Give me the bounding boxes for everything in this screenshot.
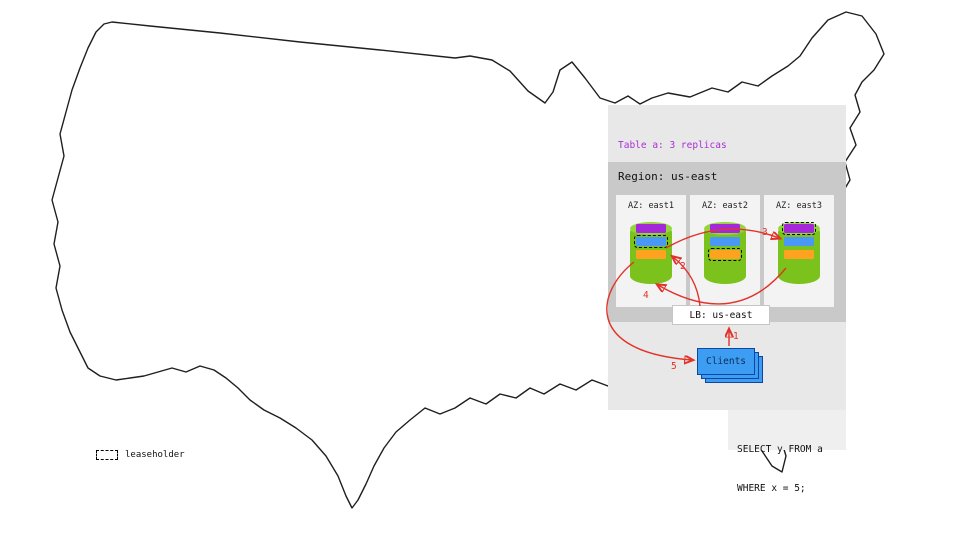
replica-table-a-leaseholder: [781, 221, 817, 236]
sql-line-1: SELECT y FROM a: [737, 444, 823, 455]
step-number-5: 5: [671, 361, 677, 372]
leaseholder-dashed-icon: [96, 450, 118, 460]
replica-table-b: [636, 250, 666, 259]
replica-index-a: [710, 237, 740, 246]
clients-card-front: Clients: [697, 348, 755, 375]
step-number-1: 1: [733, 331, 739, 342]
replica-index-a-leaseholder: [633, 234, 669, 249]
clients-stack: Clients: [697, 348, 763, 383]
topology-panel: Table a: 3 replicas Index a: 3 replicas …: [608, 105, 846, 410]
az-east2-label: AZ: east2: [701, 201, 749, 211]
replica-table-b-leaseholder: [707, 247, 743, 262]
db-cylinder-east3: [778, 221, 820, 284]
replica-table-a: [710, 224, 740, 233]
region-title: Region: us-east: [618, 170, 718, 183]
replica-table-b: [784, 250, 814, 259]
load-balancer: LB: us-east: [672, 305, 770, 325]
sql-line-2: WHERE x = 5;: [737, 483, 806, 494]
step-number-4: 4: [643, 290, 649, 301]
step-number-2: 2: [680, 261, 686, 272]
leaseholder-key-label: leaseholder: [125, 450, 185, 460]
az-east2: AZ: east2: [690, 195, 760, 307]
replica-index-a: [784, 237, 814, 246]
db-cylinder-east1: [630, 222, 672, 284]
db-cylinder-east2: [704, 222, 746, 284]
leaseholder-key: leaseholder: [96, 450, 185, 460]
az-east3: AZ: east3: [764, 195, 834, 307]
az-east3-label: AZ: east3: [775, 201, 823, 211]
az-east1-label: AZ: east1: [627, 201, 675, 211]
legend-table-a: Table a: 3 replicas: [618, 140, 727, 151]
az-east1: AZ: east1: [616, 195, 686, 307]
replica-table-a: [636, 224, 666, 233]
step-number-3: 3: [762, 227, 768, 238]
sql-query-box: SELECT y FROM a WHERE x = 5;: [728, 410, 846, 494]
